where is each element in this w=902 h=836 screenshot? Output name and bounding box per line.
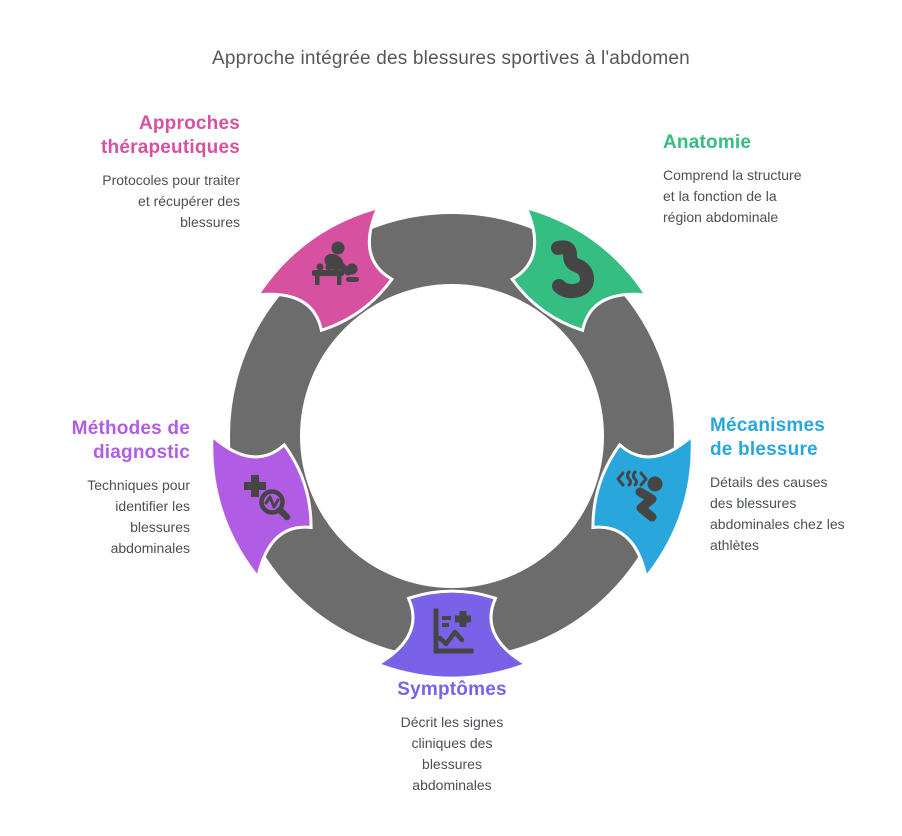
section-description-approches: Protocoles pour traiter et récupérer des… [102,172,240,230]
section-symptomes: Symptômes Décrit les signes cliniques de… [352,678,552,796]
section-title-approches: Approches thérapeutiques [101,113,240,158]
section-approches: Approches thérapeutiques Protocoles pour… [30,112,240,233]
section-title-symptomes: Symptômes [397,679,507,700]
running-injury-icon [616,470,663,522]
page-title: Approche intégrée des blessures sportive… [212,48,690,69]
health-chart-icon [433,608,474,654]
diagnostic-search-icon [244,475,291,521]
physiotherapy-icon [312,241,359,285]
section-description-symptomes: Décrit les signes cliniques des blessure… [400,714,504,793]
section-methodes: Méthodes de diagnostic Techniques pour i… [0,417,190,559]
segment-approches-therapeutiques [254,205,394,333]
section-title-anatomie: Anatomie [663,132,752,153]
section-anatomie: Anatomie Comprend la structure et la fon… [663,131,843,228]
section-title-methodes: Méthodes de diagnostic [71,418,190,463]
section-description-methodes: Techniques pour identifier les blessures… [87,477,190,556]
section-description-anatomie: Comprend la structure et la fonction de … [663,167,802,225]
section-mecanismes: Mécanismes de blessure Détails des cause… [710,414,870,556]
section-title-mecanismes: Mécanismes de blessure [710,415,826,460]
stomach-icon [551,240,594,299]
section-description-mecanismes: Détails des causes des blessures abdomin… [710,474,845,553]
